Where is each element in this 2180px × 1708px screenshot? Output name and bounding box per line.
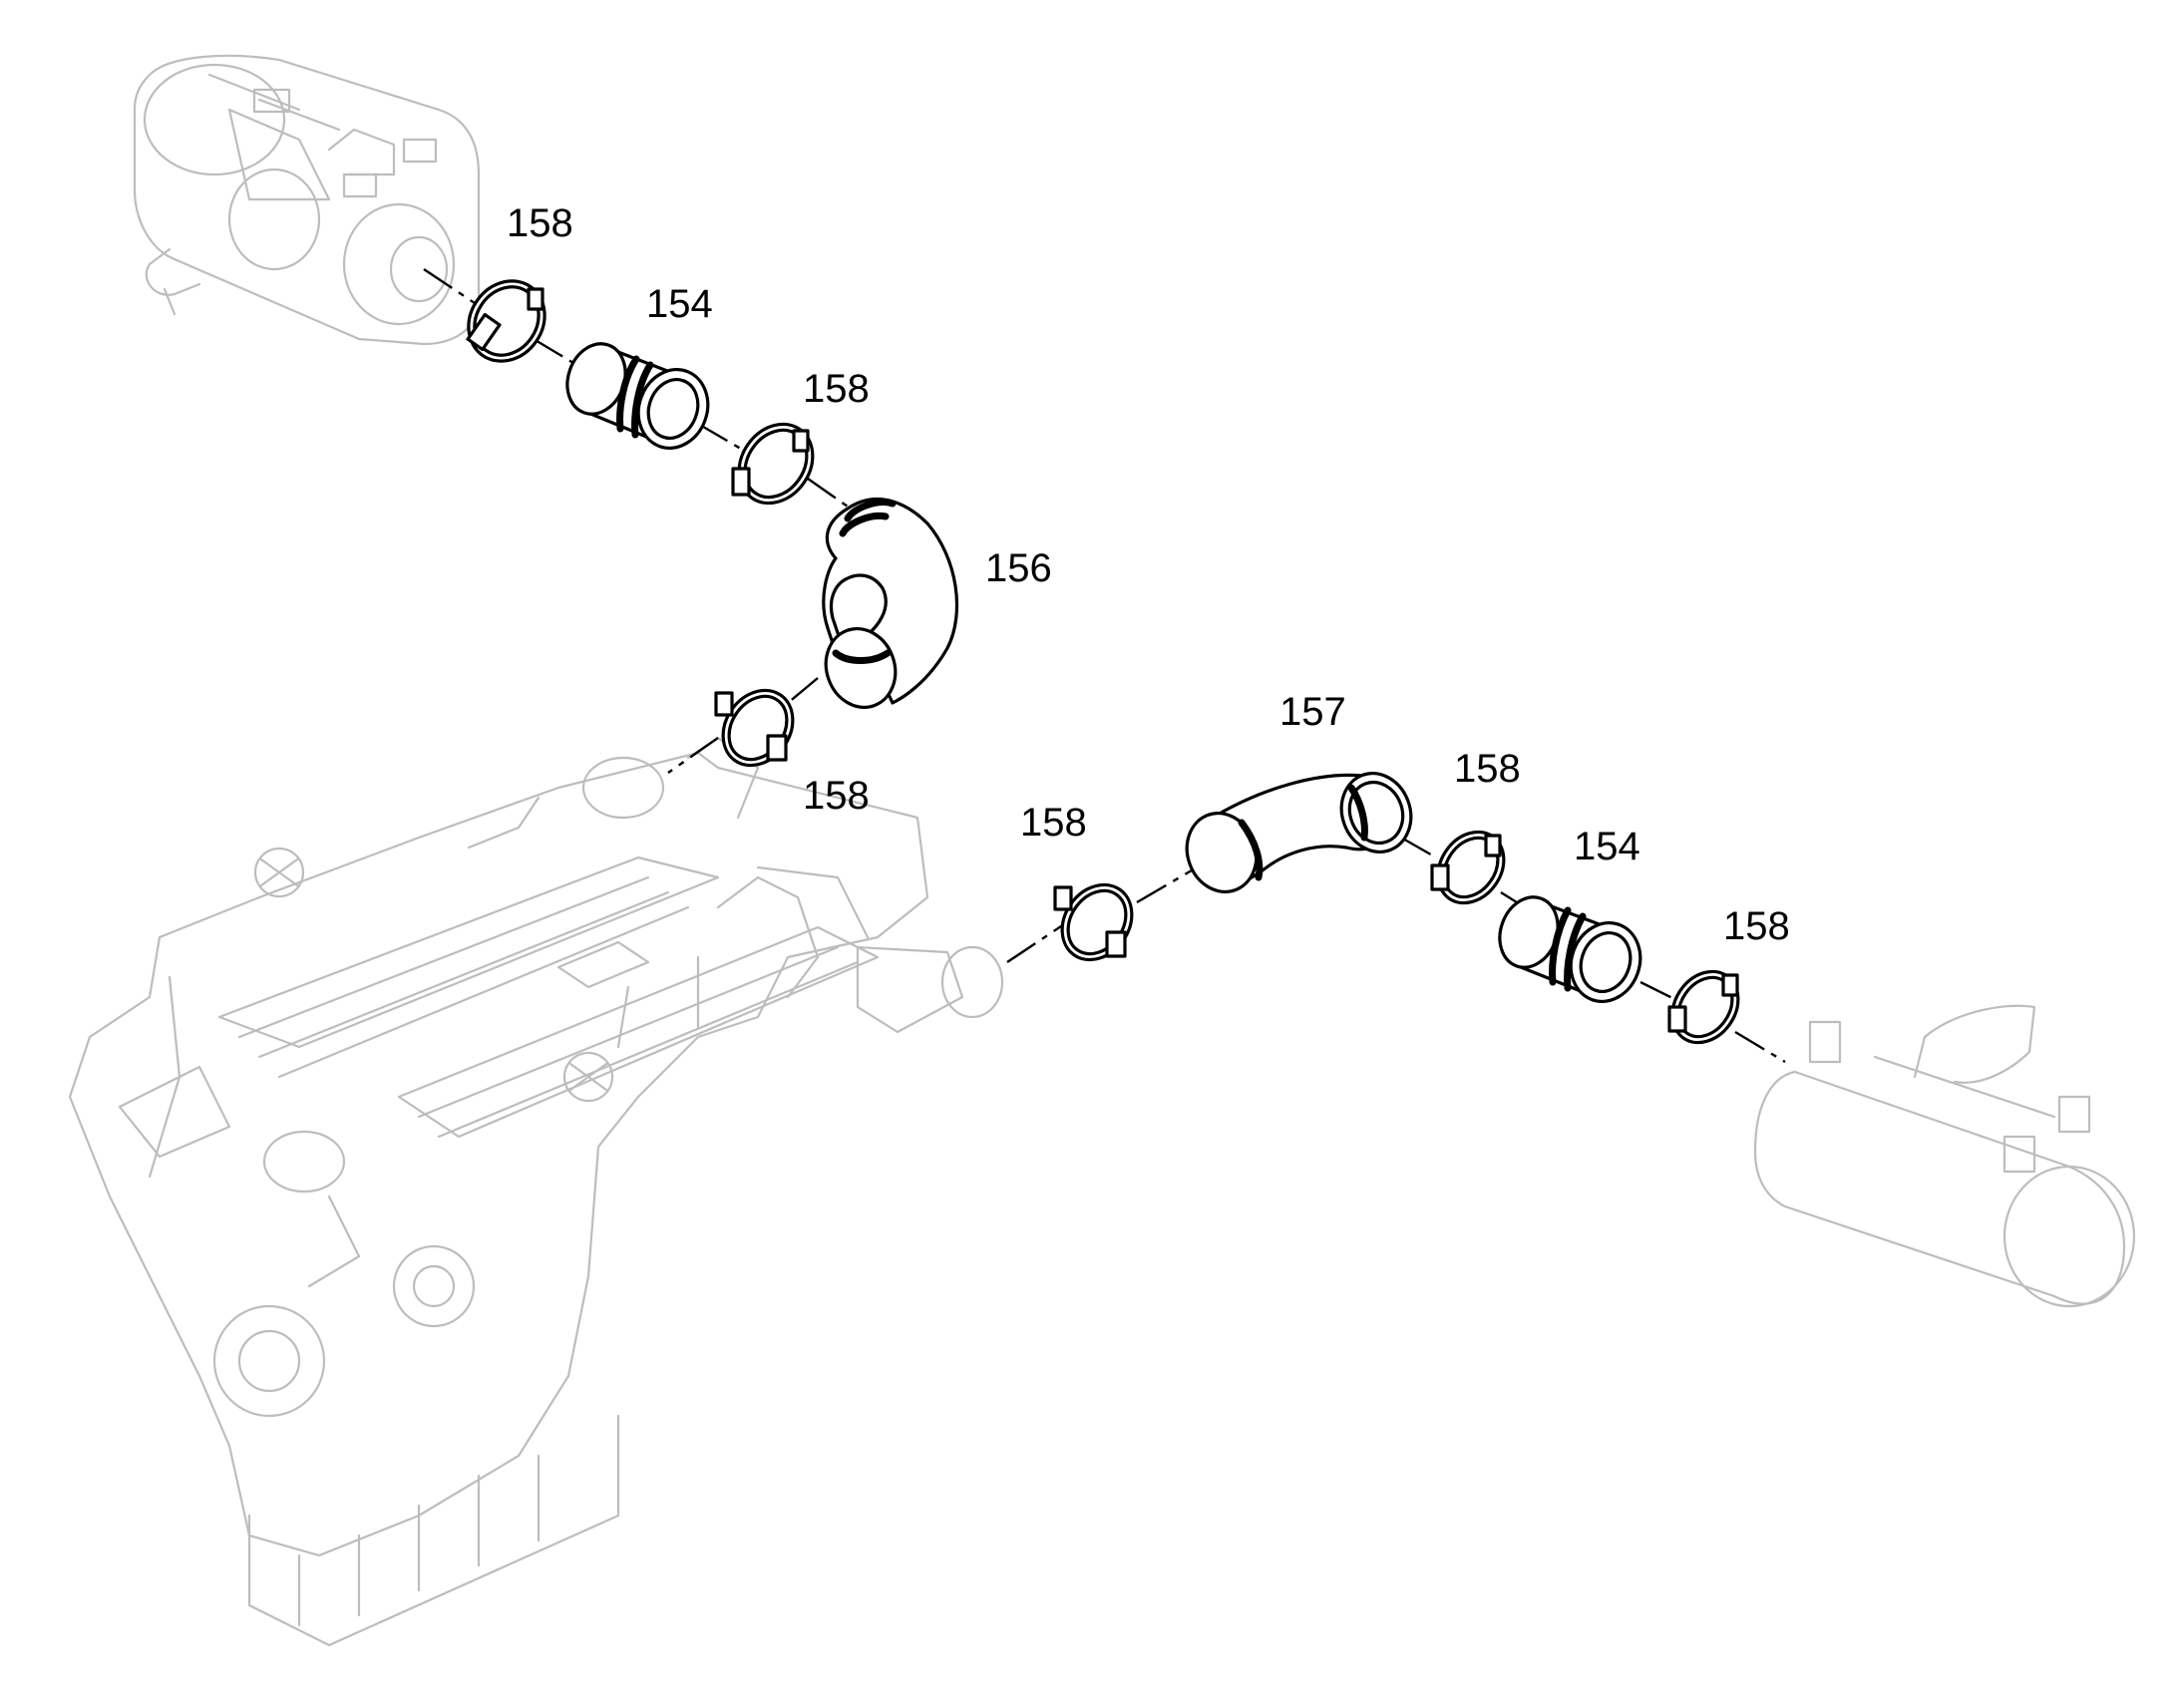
hose-clamp-1 <box>466 279 546 363</box>
hose-clamp-5 <box>1430 830 1506 905</box>
hose-clamp-6 <box>1667 969 1740 1045</box>
callout-158-top: 158 <box>507 201 573 245</box>
callout-158-upper-right: 158 <box>803 367 870 411</box>
callout-labels: 158 154 158 156 158 157 158 158 154 158 <box>507 201 1790 948</box>
callout-156: 156 <box>985 546 1052 590</box>
callout-154-top: 154 <box>646 282 713 326</box>
callout-158-lower-right: 158 <box>1723 904 1790 948</box>
callout-158-center: 158 <box>803 774 870 818</box>
hose-clamp-4 <box>1053 882 1134 962</box>
callout-158-lower-left: 158 <box>1020 801 1087 845</box>
air-filter-housing-lower <box>1753 1004 2136 1308</box>
callout-154-lower: 154 <box>1574 825 1640 868</box>
engine-block <box>68 736 1004 1647</box>
elbow-hose-157 <box>1185 772 1413 893</box>
hose-clamp-3 <box>714 688 795 768</box>
hose-clamp-2 <box>731 422 815 506</box>
elbow-hose-156 <box>822 498 959 709</box>
air-filter-housing-upper <box>133 54 481 346</box>
rubber-sleeve-2 <box>1498 895 1642 1003</box>
callout-158-lower-mid: 158 <box>1454 747 1521 791</box>
rubber-sleeve-1 <box>565 342 710 450</box>
callout-157: 157 <box>1279 690 1346 734</box>
